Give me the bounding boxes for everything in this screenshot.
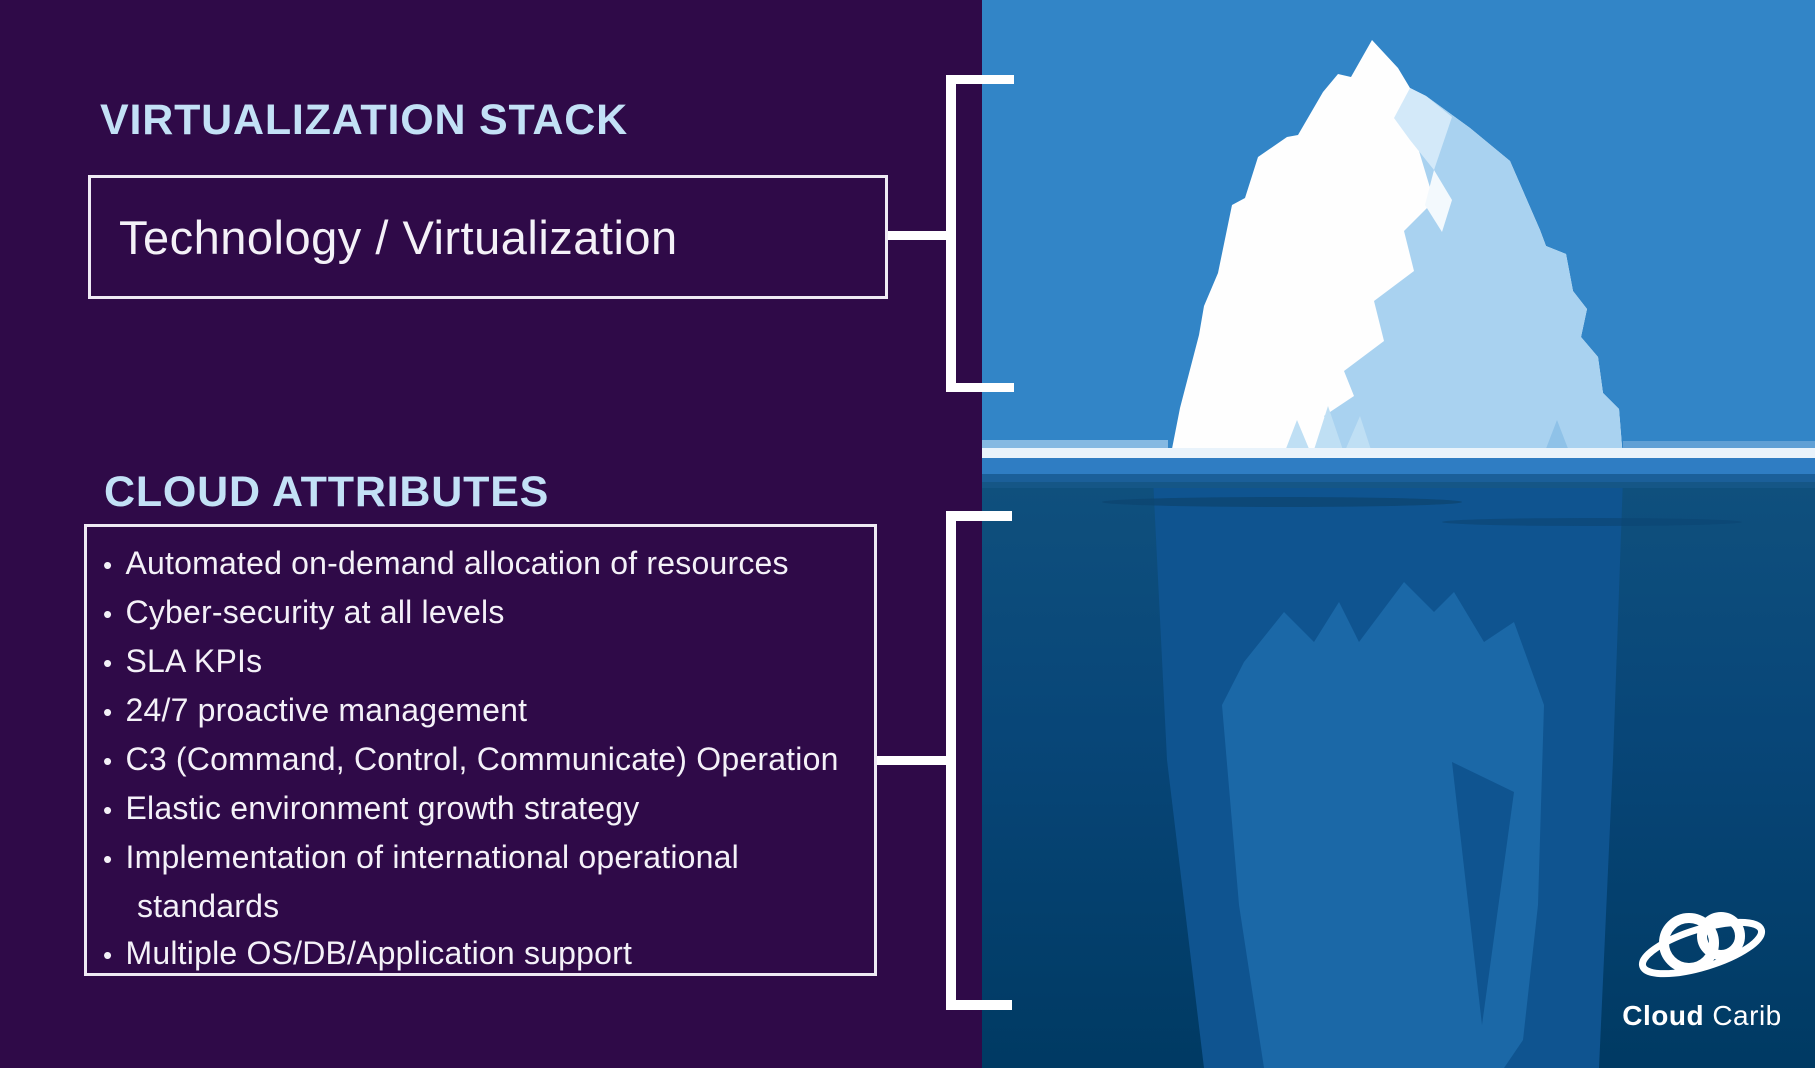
above-water-bracket-arm-top [946, 75, 1014, 84]
water-streak-2 [1442, 518, 1742, 526]
waterline-foam [982, 448, 1815, 458]
above-water-bracket-arm-bottom [946, 383, 1014, 392]
surface-band-darker [982, 482, 1815, 488]
above-water-bracket-vertical [946, 75, 956, 392]
technology-virtualization-label: Technology / Virtualization [119, 210, 678, 264]
list-item: 24/7 proactive management [103, 687, 846, 736]
cloud-attributes-list: Automated on-demand allocation of resour… [87, 527, 874, 979]
list-item: Implementation of international operatio… [103, 834, 846, 930]
below-water-bracket-arm-top [946, 511, 1012, 521]
virtualization-stack-heading: VIRTUALIZATION STACK [100, 96, 628, 144]
list-item: SLA KPIs [103, 638, 846, 687]
list-item: Automated on-demand allocation of resour… [103, 540, 846, 589]
logo-word-carib: Carib [1712, 1000, 1782, 1031]
list-item: C3 (Command, Control, Communicate) Opera… [103, 736, 846, 785]
iceberg-illustration [982, 0, 1815, 1068]
cloud-carib-logo-text: Cloud Carib [1597, 1000, 1807, 1032]
logo-word-cloud: Cloud [1622, 1000, 1705, 1031]
surface-band [982, 458, 1815, 478]
below-water-bracket-arm-bottom [946, 1000, 1012, 1010]
list-item: Multiple OS/DB/Application support [103, 930, 846, 979]
water-streak-1 [1102, 497, 1462, 507]
list-item: Cyber-security at all levels [103, 589, 846, 638]
iceberg-below-water-facet [1222, 582, 1544, 1068]
cloud-carib-logo: Cloud Carib [1597, 893, 1807, 1032]
surface-band-dark [982, 474, 1815, 482]
waterline-reflection-left [982, 440, 1168, 449]
below-water-bracket-vertical [946, 511, 956, 1010]
iceberg-mid-facet [1394, 88, 1452, 170]
virtualization-connector-line [888, 231, 946, 240]
cloud-attributes-box: Automated on-demand allocation of resour… [84, 524, 877, 976]
iceberg-below-water-notch [1452, 762, 1514, 1025]
list-item: Elastic environment growth strategy [103, 785, 846, 834]
waterline-reflection-right [1623, 441, 1815, 449]
technology-virtualization-box: Technology / Virtualization [88, 175, 888, 299]
iceberg-base-zigzag [1282, 406, 1374, 459]
iceberg-right-facet [1312, 96, 1623, 459]
attributes-connector-line [877, 756, 946, 765]
iceberg-highlight-facet [1425, 170, 1452, 232]
cloud-carib-logo-icon [1638, 912, 1766, 978]
cloud-attributes-heading: CLOUD ATTRIBUTES [104, 468, 550, 516]
